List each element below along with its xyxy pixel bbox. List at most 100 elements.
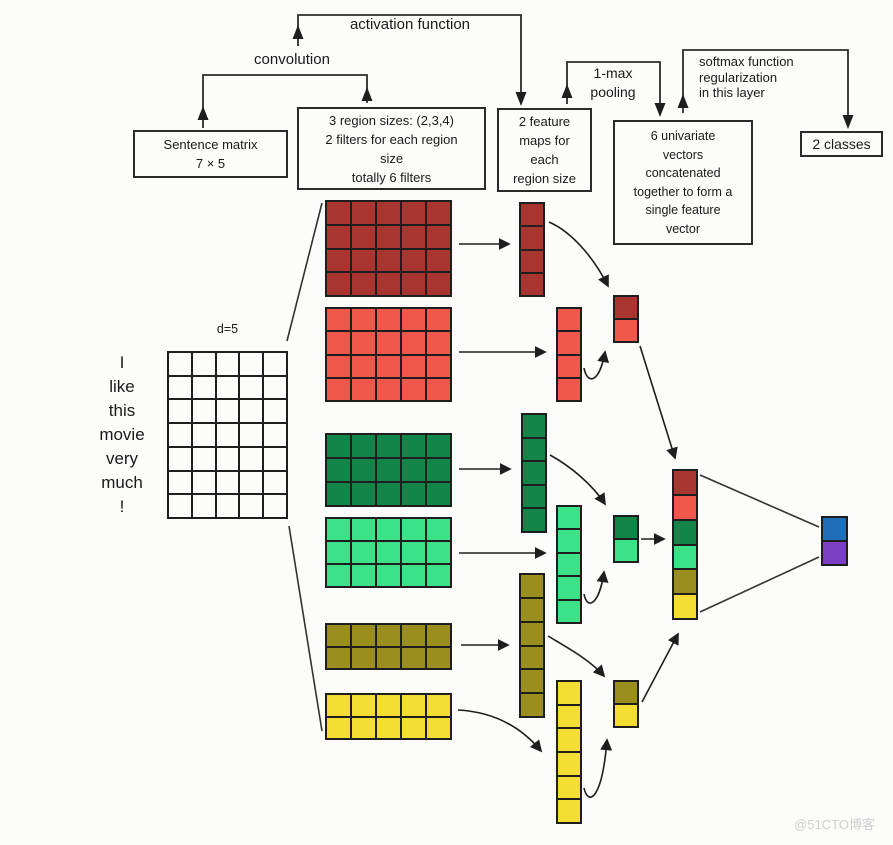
filter-region2-filter2-cell bbox=[427, 695, 450, 716]
sentence-matrix-grid-cell bbox=[240, 400, 263, 423]
region-sizes-line1: 3 region sizes: (2,3,4) bbox=[328, 112, 454, 128]
filter-region4-filter2-cell bbox=[377, 332, 400, 354]
softmax-label: softmax function regularization in this … bbox=[699, 54, 859, 101]
filter-region4-filter1-cell bbox=[427, 273, 450, 295]
pooling-line2: pooling bbox=[590, 84, 636, 100]
filter-region4-filter2-cell bbox=[352, 355, 375, 377]
filter-region2-filter2-cell bbox=[327, 717, 350, 738]
filter-region4-filter1-cell bbox=[327, 249, 350, 272]
feature-map-region4-filter1-cell bbox=[521, 250, 543, 272]
sentence-matrix-grid-cell bbox=[264, 424, 286, 446]
convolution-label: convolution bbox=[254, 51, 330, 68]
filter-region3-filter1-cell bbox=[427, 459, 450, 481]
filter-region4-filter1 bbox=[325, 200, 452, 297]
pooled-pair-region3-cell bbox=[615, 540, 637, 561]
feature-map-region4-filter2-cell bbox=[558, 309, 580, 331]
sentence-matrix-grid-cell bbox=[192, 495, 215, 517]
feature-map-region3-filter2-cell bbox=[558, 553, 580, 576]
sentence-matrix-grid-cell bbox=[264, 376, 286, 399]
filter-region3-filter2-cell bbox=[427, 565, 450, 586]
feature-map-region2-filter1-cell bbox=[521, 575, 543, 597]
sentence-matrix-grid bbox=[167, 351, 288, 519]
filter-region3-filter1-cell bbox=[402, 459, 425, 481]
sentence-matrix-grid-cell bbox=[240, 376, 263, 399]
filter-region2-filter1-cell bbox=[402, 647, 425, 668]
filter-region4-filter2-cell bbox=[402, 355, 425, 377]
filter-region2-filter2-cell bbox=[402, 695, 425, 716]
filter-region4-filter2-cell bbox=[377, 355, 400, 377]
pooled-pair-region2-cell bbox=[615, 682, 637, 703]
univariate-line3: concatenated bbox=[645, 166, 721, 180]
feature-map-region4-filter1-cell bbox=[521, 204, 543, 226]
sentence-matrix-grid-cell bbox=[216, 353, 239, 375]
univariate-line5: single feature bbox=[645, 203, 721, 217]
filter-region4-filter2-cell bbox=[377, 378, 400, 400]
filter-region3-filter1-cell bbox=[352, 483, 375, 505]
sentence-matrix-grid-cell bbox=[264, 353, 286, 375]
filter-region4-filter1-cell bbox=[352, 225, 375, 248]
filter-region4-filter2-cell bbox=[427, 332, 450, 354]
sentence-matrix-grid-cell bbox=[169, 424, 191, 446]
feature-map-region4-filter1 bbox=[519, 202, 545, 297]
softmax-bracket bbox=[682, 49, 849, 124]
filter-region3-filter1 bbox=[325, 433, 452, 507]
concatenated-feature-vector-cell bbox=[674, 545, 696, 569]
sentence-matrix-grid-cell bbox=[264, 495, 286, 517]
max-pooling-label: 1-max pooling bbox=[572, 64, 654, 102]
watermark: @51CTO博客 bbox=[794, 817, 875, 832]
pooling-arrows bbox=[547, 221, 613, 798]
univariate-vectors-box: 6 univariate vectors concatenated togeth… bbox=[613, 120, 753, 245]
filter-region4-filter1-cell bbox=[402, 202, 425, 224]
feature-map-region3-filter1-cell bbox=[523, 462, 545, 484]
filter-region4-filter2-cell bbox=[402, 378, 425, 400]
region-sizes-line4: totally 6 filters bbox=[351, 169, 432, 185]
filter-region2-filter2-cell bbox=[352, 717, 375, 738]
filter-region3-filter2-cell bbox=[327, 565, 350, 586]
filter-region2-filter2-cell bbox=[377, 695, 400, 716]
feature-map-region3-filter1-cell bbox=[523, 509, 545, 531]
filter-region4-filter1-cell bbox=[352, 202, 375, 224]
filter-region4-filter2-cell bbox=[427, 355, 450, 377]
concat-arrows bbox=[639, 345, 679, 703]
sentence-matrix-grid-cell bbox=[240, 471, 263, 494]
filter-region4-filter1-cell bbox=[327, 225, 350, 248]
filter-region4-filter2-cell bbox=[377, 309, 400, 331]
filter-region2-filter2-cell bbox=[352, 695, 375, 716]
sentence-word: movie bbox=[99, 425, 145, 444]
sentence-matrix-grid-cell bbox=[216, 376, 239, 399]
feature-maps-line1: 2 feature bbox=[518, 114, 571, 129]
sentence-word: like bbox=[109, 377, 135, 396]
feature-map-region3-filter2-cell bbox=[558, 600, 580, 622]
feature-map-region3-filter2 bbox=[556, 505, 582, 624]
filter-region4-filter1-cell bbox=[402, 249, 425, 272]
class-output-vector bbox=[821, 516, 848, 566]
softmax-line2: regularization bbox=[699, 69, 778, 85]
filter-region4-filter2-cell bbox=[327, 332, 350, 354]
filter-region4-filter2-cell bbox=[427, 309, 450, 331]
filter-region3-filter1-cell bbox=[352, 459, 375, 481]
filter-region3-filter2-cell bbox=[402, 542, 425, 563]
feature-map-region3-filter2-cell bbox=[558, 507, 580, 529]
bracket-arrowheads bbox=[197, 25, 854, 129]
softmax-line1: softmax function bbox=[699, 54, 794, 69]
filter-region3-filter2-cell bbox=[327, 519, 350, 540]
sentence-word: ! bbox=[119, 497, 125, 516]
filter-region4-filter2-cell bbox=[327, 355, 350, 377]
feature-map-region4-filter2-cell bbox=[558, 378, 580, 400]
filter-region3-filter2-cell bbox=[352, 542, 375, 563]
feature-map-region2-filter2-cell bbox=[558, 776, 580, 799]
feature-maps-line2: maps for bbox=[519, 133, 570, 148]
filter-region3-filter1-cell bbox=[327, 435, 350, 457]
classes-box: 2 classes bbox=[800, 131, 883, 157]
filter-region4-filter1-cell bbox=[427, 225, 450, 248]
sentence-matrix-line1: Sentence matrix bbox=[163, 137, 258, 152]
sentence-matrix-grid-cell bbox=[169, 495, 191, 517]
filter-region3-filter1-cell bbox=[377, 435, 400, 457]
filter-region2-filter1-cell bbox=[327, 625, 350, 646]
filter-region2-filter1-cell bbox=[402, 625, 425, 646]
filter-region3-filter1-cell bbox=[402, 435, 425, 457]
feature-map-region3-filter1-cell bbox=[523, 485, 545, 508]
concatenated-feature-vector-cell bbox=[674, 495, 696, 519]
